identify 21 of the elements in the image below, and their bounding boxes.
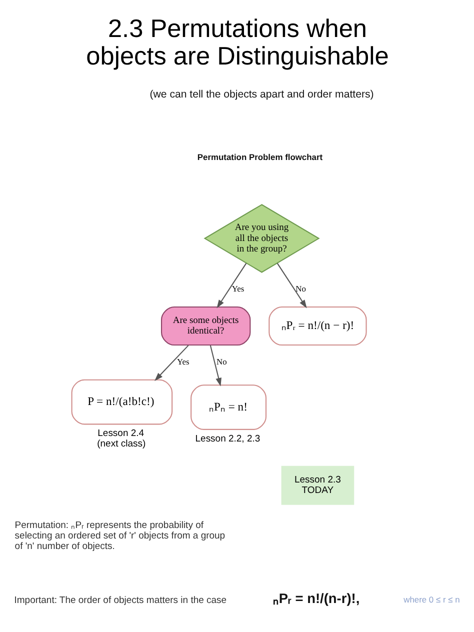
node-label: Lesson 2.2, 2.3 bbox=[194, 433, 260, 444]
label: ₙPᵣ = n!/(n-r)!, bbox=[272, 590, 360, 606]
node-diamond: Are you using all the objects in the group? bbox=[203, 204, 320, 273]
edge-label: Yes bbox=[176, 356, 189, 366]
diagram-title: 2.3 Permutations when objects are Distinguishable bbox=[86, 15, 388, 70]
arrow bbox=[276, 263, 306, 308]
arrow bbox=[216, 263, 246, 308]
arrow bbox=[209, 345, 221, 386]
label: Permutation Problem flowchart bbox=[196, 152, 322, 162]
node-label: Lesson 2.4 (next class) bbox=[96, 428, 146, 450]
node-box: Lesson 2.3 TODAY bbox=[280, 466, 354, 505]
edge-label: No bbox=[216, 356, 226, 366]
label: (we can tell the objects apart and order matters) bbox=[149, 88, 374, 101]
edge-label: Yes bbox=[231, 284, 244, 294]
node-box: Are some objects identical? bbox=[160, 306, 250, 346]
node-box: ₙPᵣ = n!/(n − r)! bbox=[268, 306, 366, 346]
edge-label: No bbox=[295, 284, 306, 294]
label: Permutation: ₙPᵣ represents the probability of selecting an ordered set of 'r' objects from a group of 'n' number of objects. bbox=[14, 520, 225, 552]
label: where 0 ≤ r ≤ n bbox=[403, 594, 460, 604]
label: Important: The order of objects matters in the case bbox=[14, 594, 226, 606]
arrow bbox=[154, 345, 188, 381]
